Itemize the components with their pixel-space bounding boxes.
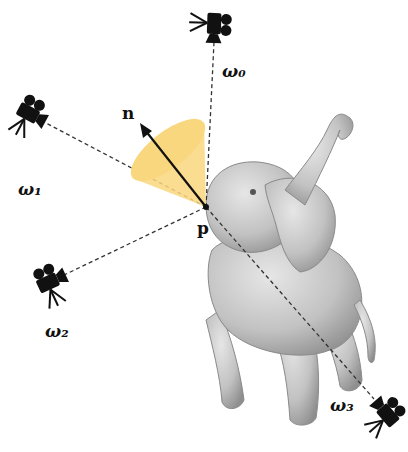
normal-cone bbox=[121, 108, 214, 207]
normal-label: n bbox=[122, 104, 134, 123]
view-direction-label: ω₁ bbox=[18, 180, 42, 199]
camera-icon bbox=[31, 259, 76, 310]
camera-icon bbox=[356, 389, 408, 440]
normal-arrow bbox=[140, 123, 206, 207]
point-label: p bbox=[197, 219, 209, 238]
view-direction-label: ω₂ bbox=[45, 322, 69, 341]
surface-point bbox=[203, 204, 209, 210]
camera-icon bbox=[188, 12, 232, 43]
camera-icon bbox=[7, 93, 53, 145]
view-direction-label: ω₀ bbox=[222, 62, 246, 81]
view-rays bbox=[44, 42, 374, 399]
view-direction-label: ω₃ bbox=[330, 396, 354, 415]
elephant-model bbox=[206, 114, 375, 425]
